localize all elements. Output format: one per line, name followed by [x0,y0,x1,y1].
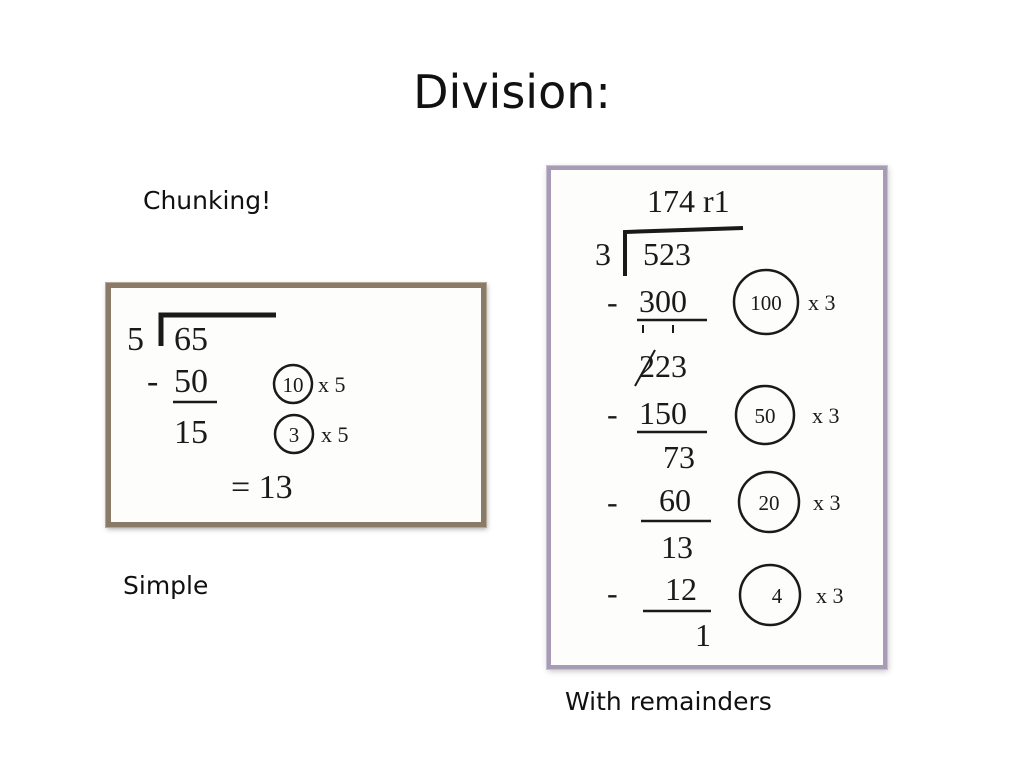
simple-subtract-1: 50 [174,363,208,400]
remainder-times-4: x 3 [816,583,844,608]
simple-circled-1: 10 [283,373,304,397]
simple-result: = 13 [231,469,293,506]
chunking-label: Chunking! [143,186,272,215]
remainder-circle-1 [732,268,800,336]
remainder-circle-4 [738,563,802,627]
remainder-circle-3 [737,470,801,534]
remainder-circled-2: 50 [755,404,776,428]
remainder-subtract-2: 150 [639,395,687,431]
remainder-subtract-3: 60 [659,482,691,518]
remainder-times-2: x 3 [812,403,840,428]
simple-circle-2 [273,413,315,455]
remainder-circled-4: 4 [772,584,783,608]
remainder-subtract-1: 300 [639,283,687,319]
remainder-partial-2: 73 [663,439,695,475]
simple-minus-sign: - [147,363,158,400]
simple-times-2: x 5 [321,422,349,447]
simple-division-bracket [158,312,276,346]
remainder-circled-3: 20 [759,491,780,515]
remainder-minus-2: - [607,396,618,432]
remainder-minus-4: - [607,575,618,611]
simple-dividend: 65 [174,321,208,358]
remainder-circle-2 [734,384,796,446]
remainder-example-image: 174 r1 3 523 - 300 100 x 3 223 - 150 50 … [547,166,887,669]
remainder-division-bracket [623,226,744,276]
remainders-label: With remainders [565,687,772,716]
simple-label: Simple [123,571,209,600]
remainder-quotient: 174 r1 [647,183,730,219]
remainder-circled-1: 100 [750,291,782,315]
remainder-times-1: x 3 [808,290,836,315]
simple-divisor: 5 [127,321,144,358]
remainder-subtract-4: 12 [665,571,697,607]
remainder-minus-3: - [607,484,618,520]
simple-circle-1 [272,363,314,405]
simple-circled-2: 3 [289,423,300,447]
simple-partial-1: 15 [174,414,208,451]
simple-example-image: 5 65 - 50 10 x 5 15 3 x 5 = 13 [106,283,486,527]
remainder-crossout-mark [634,349,656,387]
slide-title: Division: [413,65,611,119]
simple-times-1: x 5 [318,372,346,397]
remainder-times-3: x 3 [813,490,841,515]
remainder-divisor: 3 [595,236,611,272]
remainder-worked-example: 174 r1 3 523 - 300 100 x 3 223 - 150 50 … [595,183,844,653]
remainder-final: 1 [695,617,711,653]
remainder-dividend: 523 [643,236,691,272]
remainder-minus-1: - [607,284,618,320]
remainder-partial-3: 13 [661,529,693,565]
simple-worked-example: 5 65 - 50 10 x 5 15 3 x 5 = 13 [127,312,349,506]
